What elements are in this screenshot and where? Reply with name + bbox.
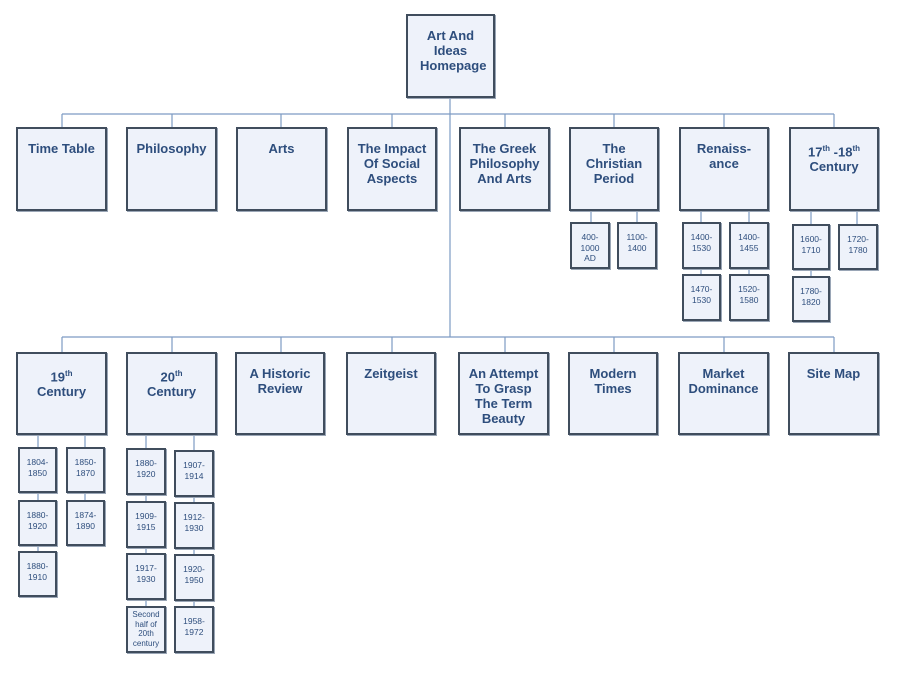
- zeitgeist-node[interactable]: Zeitgeist: [346, 352, 436, 435]
- christian-period-node[interactable]: The Christian Period: [569, 127, 659, 211]
- century-19-child-5[interactable]: 1880-1910: [18, 551, 57, 597]
- century-20-child-8[interactable]: 1958-1972: [174, 606, 214, 653]
- renaissance-child-1[interactable]: 1400-1530: [682, 222, 721, 269]
- renaissance-child-3[interactable]: 1470-1530: [682, 274, 721, 321]
- century-17-18-child-1[interactable]: 1600-1710: [792, 224, 830, 270]
- greek-philosophy-arts-node[interactable]: The Greek Philosophy And Arts: [459, 127, 550, 211]
- site-map-node[interactable]: Site Map: [788, 352, 879, 435]
- arts-node[interactable]: Arts: [236, 127, 327, 211]
- century-19-child-2[interactable]: 1850-1870: [66, 447, 105, 493]
- century-19-child-2-label: 1850-1870: [74, 457, 97, 478]
- century-20-label: 20th Century: [146, 369, 197, 400]
- century-19-child-3[interactable]: 1880-1920: [18, 500, 57, 546]
- century-17-18-node[interactable]: 17th -18th Century: [789, 127, 879, 211]
- renaissance-child-2-label: 1400-1455: [738, 232, 760, 253]
- century-20-child-5-label: 1917-1930: [135, 563, 157, 584]
- century-17-18-child-2[interactable]: 1720-1780: [838, 224, 878, 270]
- century-17-18-child-3-label: 1780-1820: [800, 286, 822, 307]
- century-19-child-4-label: 1874-1890: [74, 510, 97, 531]
- time-table-node[interactable]: Time Table: [16, 127, 107, 211]
- century-20-child-8-label: 1958-1972: [183, 616, 205, 637]
- century-19-child-1[interactable]: 1804-1850: [18, 447, 57, 493]
- century-17-18-child-3[interactable]: 1780-1820: [792, 276, 830, 322]
- root-node[interactable]: Art And Ideas Homepage: [406, 14, 495, 98]
- grasp-beauty-label: An Attempt To Grasp The Term Beauty: [468, 366, 539, 426]
- century-20-node[interactable]: 20th Century: [126, 352, 217, 435]
- arts-label: Arts: [268, 141, 295, 156]
- century-19-child-5-label: 1880-1910: [26, 561, 49, 582]
- century-19-label: 19th Century: [36, 369, 87, 400]
- modern-times-label: Modern Times: [589, 366, 637, 396]
- renaissance-label: Renaiss-ance: [696, 141, 752, 171]
- century-20-child-1[interactable]: 1880-1920: [126, 448, 166, 495]
- century-20-child-3-label: 1909-1915: [135, 511, 157, 532]
- century-20-child-4[interactable]: 1912-1930: [174, 502, 214, 549]
- christian-child-1-label: 400-1000 AD: [580, 232, 600, 263]
- century-19-child-1-label: 1804-1850: [26, 457, 49, 478]
- century-19-node[interactable]: 19th Century: [16, 352, 107, 435]
- renaissance-child-4[interactable]: 1520-1580: [729, 274, 769, 321]
- christian-child-1[interactable]: 400-1000 AD: [570, 222, 610, 269]
- renaissance-node[interactable]: Renaiss-ance: [679, 127, 769, 211]
- century-20-child-3[interactable]: 1909-1915: [126, 501, 166, 548]
- century-20-child-6[interactable]: 1920-1950: [174, 554, 214, 601]
- century-17-18-child-1-label: 1600-1710: [800, 234, 822, 255]
- grasp-beauty-node[interactable]: An Attempt To Grasp The Term Beauty: [458, 352, 549, 435]
- historic-review-label: A Historic Review: [249, 366, 311, 396]
- century-20-child-2-label: 1907-1914: [183, 460, 205, 481]
- market-dominance-node[interactable]: Market Dominance: [678, 352, 769, 435]
- philosophy-node[interactable]: Philosophy: [126, 127, 217, 211]
- century-17-18-child-2-label: 1720-1780: [847, 234, 869, 255]
- century-19-child-3-label: 1880-1920: [26, 510, 49, 531]
- century-20-child-7-label: Second half of 20th century: [132, 610, 160, 648]
- site-map-label: Site Map: [806, 366, 861, 381]
- root-label: Art And Ideas Homepage: [420, 28, 487, 73]
- christian-child-2[interactable]: 1100-1400: [617, 222, 657, 269]
- century-20-child-7[interactable]: Second half of 20th century: [126, 606, 166, 653]
- modern-times-node[interactable]: Modern Times: [568, 352, 658, 435]
- christian-period-label: The Christian Period: [585, 141, 643, 186]
- zeitgeist-label: Zeitgeist: [364, 366, 418, 381]
- century-20-child-1-label: 1880-1920: [135, 458, 157, 479]
- time-table-label: Time Table: [28, 141, 95, 156]
- renaissance-child-2[interactable]: 1400-1455: [729, 222, 769, 269]
- greek-philosophy-arts-label: The Greek Philosophy And Arts: [469, 141, 540, 186]
- renaissance-child-4-label: 1520-1580: [738, 284, 760, 305]
- market-dominance-label: Market Dominance: [688, 366, 759, 396]
- century-19-child-4[interactable]: 1874-1890: [66, 500, 105, 546]
- christian-child-2-label: 1100-1400: [626, 232, 648, 253]
- impact-social-aspects-label: The Impact Of Social Aspects: [357, 141, 427, 186]
- impact-social-aspects-node[interactable]: The Impact Of Social Aspects: [347, 127, 437, 211]
- century-20-child-4-label: 1912-1930: [183, 512, 205, 533]
- renaissance-child-3-label: 1470-1530: [690, 284, 713, 305]
- century-17-18-label: 17th -18th Century: [808, 144, 860, 175]
- philosophy-label: Philosophy: [136, 141, 207, 156]
- century-20-child-5[interactable]: 1917-1930: [126, 553, 166, 600]
- century-20-child-6-label: 1920-1950: [183, 564, 205, 585]
- century-20-child-2[interactable]: 1907-1914: [174, 450, 214, 497]
- historic-review-node[interactable]: A Historic Review: [235, 352, 325, 435]
- renaissance-child-1-label: 1400-1530: [690, 232, 713, 253]
